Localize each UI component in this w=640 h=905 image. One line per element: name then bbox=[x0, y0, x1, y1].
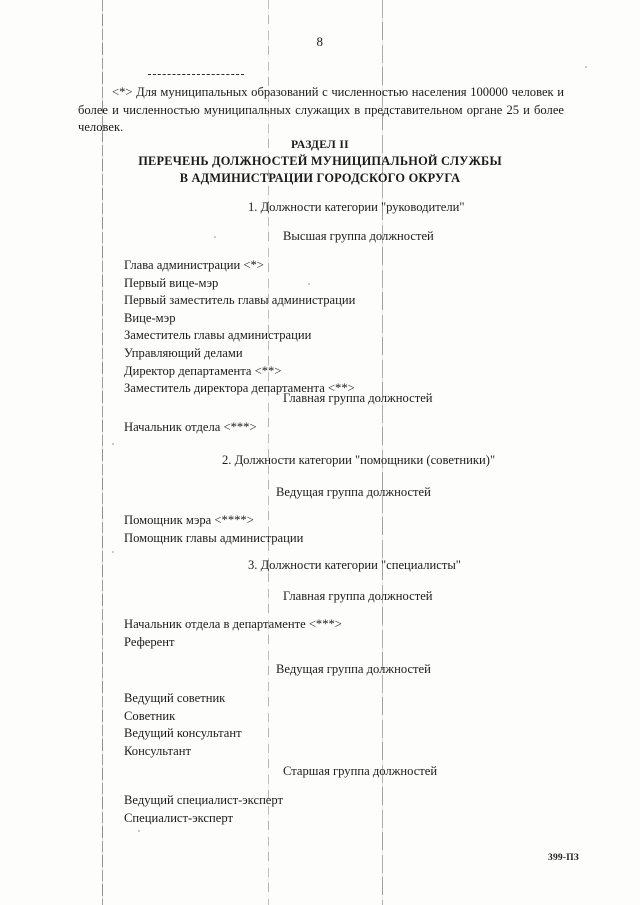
position-item: Первый заместитель главы администрации bbox=[124, 293, 356, 308]
page-number: 8 bbox=[316, 34, 324, 49]
category-heading-2: 2. Должности категории "помощники (совет… bbox=[222, 453, 496, 467]
group-heading-1-2: Главная группа должностей bbox=[283, 391, 433, 405]
position-item: Ведущий советник bbox=[124, 691, 226, 705]
title-block: РАЗДЕЛ II ПЕРЕЧЕНЬ ДОЛЖНОСТЕЙ МУНИЦИПАЛЬ… bbox=[0, 138, 640, 186]
footer-document-code: 399-ПЗ bbox=[548, 853, 580, 863]
position-item: Директор департамента <**> bbox=[124, 363, 282, 378]
position-list-3-3: Ведущий специалист-эксперт Специалист-эк… bbox=[124, 792, 283, 827]
category-heading-3: 3. Должности категории "специалисты" bbox=[248, 558, 461, 572]
position-list-2-1: Помощник мэра <****> Помощник главы адми… bbox=[124, 512, 303, 547]
position-item: Ведущий консультант bbox=[124, 726, 242, 741]
position-item: Начальник отдела в департаменте <***> bbox=[124, 617, 342, 631]
group-heading-2-1: Ведущая группа должностей bbox=[276, 485, 431, 499]
group-heading-3-3: Старшая группа должностей bbox=[283, 764, 438, 778]
position-item: Специалист-эксперт bbox=[124, 810, 233, 825]
scan-speck bbox=[214, 236, 216, 238]
position-item: Управляющий делами bbox=[124, 345, 243, 360]
category-heading-1: 1. Должности категории "руководители" bbox=[248, 200, 465, 214]
position-list-3-1: Начальник отдела в департаменте <***> Ре… bbox=[124, 616, 342, 651]
group-heading-1-1: Высшая группа должностей bbox=[283, 229, 434, 243]
position-item: Заместитель директора департамента <**> bbox=[124, 381, 355, 396]
position-item: Заместитель главы администрации bbox=[124, 328, 312, 343]
document-title-line-1: ПЕРЕЧЕНЬ ДОЛЖНОСТЕЙ МУНИЦИПАЛЬНОЙ СЛУЖБЫ bbox=[138, 154, 502, 168]
position-list-3-2: Ведущий советник Советник Ведущий консул… bbox=[124, 690, 242, 760]
position-item: Референт bbox=[124, 634, 175, 649]
scan-speck bbox=[112, 443, 114, 445]
position-item: Ведущий специалист-эксперт bbox=[124, 793, 284, 807]
position-item: Помощник мэра <****> bbox=[124, 513, 254, 527]
footnote-text: <*> Для муниципальных образований с числ… bbox=[78, 85, 564, 134]
group-heading-3-2: Ведущая группа должностей bbox=[276, 662, 431, 676]
position-item: Помощник главы администрации bbox=[124, 530, 304, 545]
section-label: РАЗДЕЛ II bbox=[291, 138, 349, 151]
scan-speck bbox=[138, 830, 140, 832]
position-item: Советник bbox=[124, 708, 176, 723]
group-heading-3-1: Главная группа должностей bbox=[283, 589, 433, 603]
position-list-1-1: Глава администрации <*> Первый вице-мэр … bbox=[124, 257, 355, 398]
position-item: Консультант bbox=[124, 743, 192, 758]
position-item: Вице-мэр bbox=[124, 310, 176, 325]
position-item: Начальник отдела <***> bbox=[124, 420, 257, 434]
position-item: Первый вице-мэр bbox=[124, 275, 219, 290]
position-item: Глава администрации <*> bbox=[124, 258, 264, 272]
document-title-line-2: В АДМИНИСТРАЦИИ ГОРОДСКОГО ОКРУГА bbox=[179, 170, 461, 185]
scan-speck bbox=[112, 551, 114, 553]
scan-speck bbox=[585, 66, 587, 68]
footnote-separator-rule bbox=[148, 74, 244, 75]
position-list-1-2: Начальник отдела <***> bbox=[124, 419, 257, 437]
